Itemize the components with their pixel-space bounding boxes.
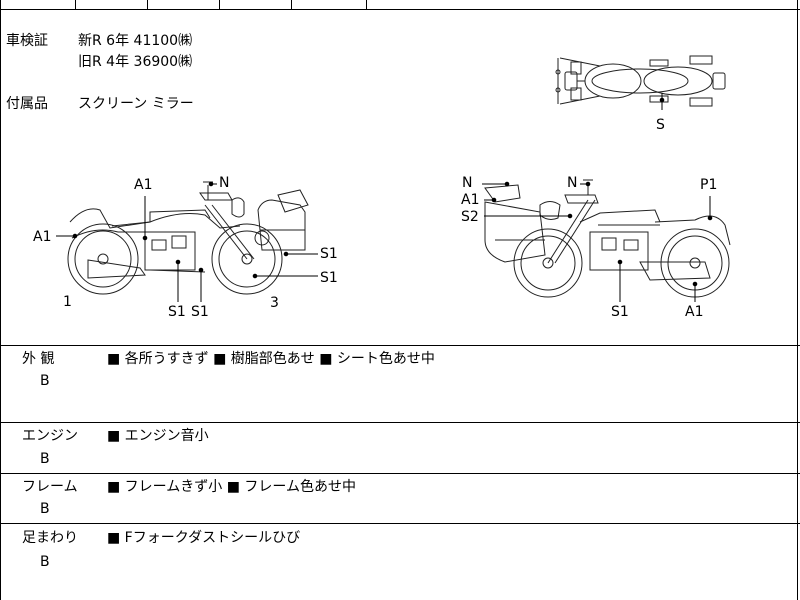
label-n-left: N [219,175,230,191]
motorcycle-damage-diagram [56,55,731,302]
accessories-label: 付属品 [6,96,48,112]
section-title-suspension: 足まわり [22,530,78,546]
section-title-engine: エンジン [22,428,78,444]
section-divider [0,473,800,474]
section-divider [0,422,800,423]
label-a1-right: A1 [461,192,480,208]
label-one: 1 [63,294,72,310]
section-notes-suspension: ■ Fフォークダストシールひび [107,530,301,546]
top-table-strip [0,0,800,10]
label-a1-right-bottom: A1 [685,304,704,320]
section-notes-frame: ■ フレームきず小 ■ フレーム色あせ中 [107,479,356,495]
top-view-motorcycle [555,55,726,110]
section-title-frame: フレーム [22,479,78,495]
section-grade-frame: B [40,501,50,517]
label-s2-right: S2 [461,209,479,225]
section-divider [0,523,800,524]
label-p1-right: P1 [700,177,718,193]
label-three: 3 [270,295,279,311]
section-divider [0,345,800,346]
label-n-right-b: N [567,175,578,191]
label-s1-left-tail: S1 [320,246,338,262]
section-grade-exterior: B [40,373,50,389]
accessories-value: スクリーン ミラー [78,96,194,112]
top-cell [0,0,76,9]
top-strip-border [0,9,800,10]
inspection-label: 車検証 [6,33,48,49]
label-s1-bottom-b: S1 [191,304,209,320]
left-view-motorcycle [67,181,309,295]
section-grade-suspension: B [40,554,50,570]
inspection-old: 旧R 4年 36900㈱ [78,54,193,70]
top-cell [291,0,367,9]
section-title-exterior: 外 観 [22,351,55,367]
label-s1-left-wheel: S1 [320,270,338,286]
label-a1-left-top: A1 [134,177,153,193]
label-s-top: S [656,117,665,133]
right-view-motorcycle [484,179,731,298]
inspection-new: 新R 6年 41100㈱ [78,33,193,49]
top-cell [219,0,292,9]
top-cell [75,0,148,9]
section-notes-exterior: ■ 各所うすきず ■ 樹脂部色あせ ■ シート色あせ中 [107,351,435,367]
label-a1-left-side: A1 [33,229,52,245]
section-grade-engine: B [40,451,50,467]
label-n-right-a: N [462,175,473,191]
label-s1-bottom-a: S1 [168,304,186,320]
label-s1-right-bottom: S1 [611,304,629,320]
top-cell [147,0,220,9]
section-notes-engine: ■ エンジン音小 [107,428,209,444]
